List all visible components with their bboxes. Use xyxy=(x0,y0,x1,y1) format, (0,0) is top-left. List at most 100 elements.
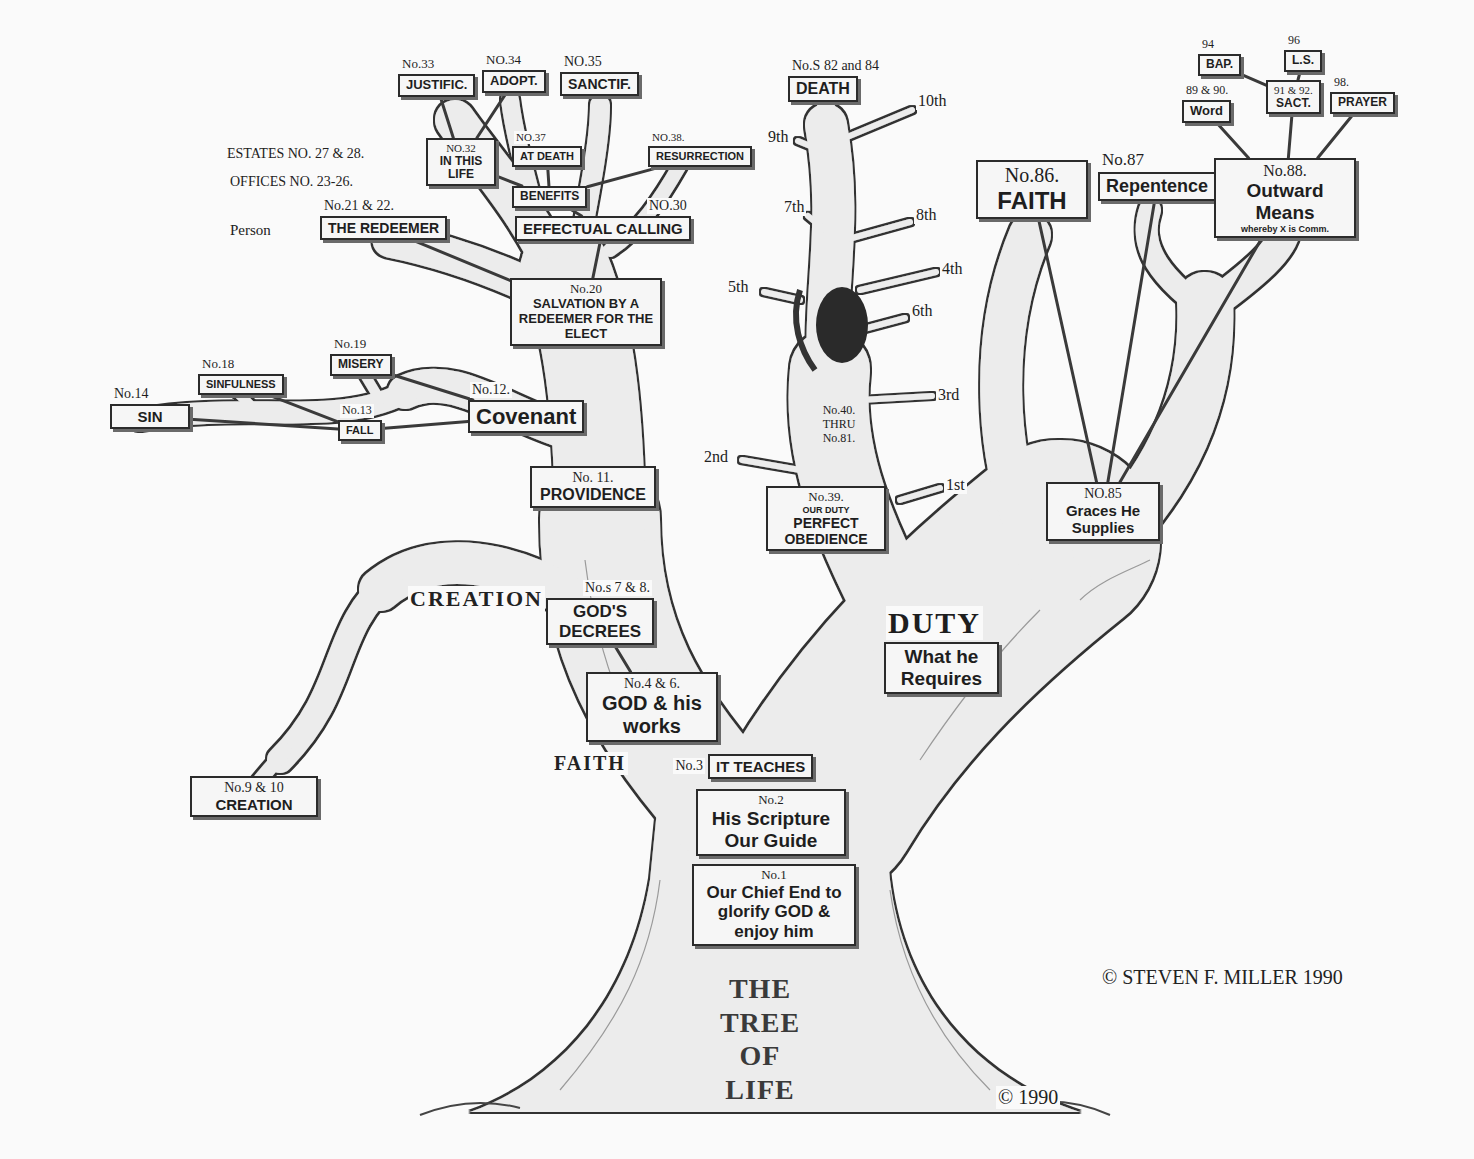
catechism-box: No.12.Covenant xyxy=(468,400,584,433)
catechism-box: No.9 & 10CREATION xyxy=(190,776,318,817)
topic-text: SINFULNESS xyxy=(206,378,276,391)
topic-text: FAITH xyxy=(984,187,1080,215)
question-number: 91 & 92. xyxy=(1274,84,1313,97)
question-number: 98. xyxy=(1332,76,1351,90)
topic-text: DEATH xyxy=(796,80,850,98)
branch-line xyxy=(477,93,507,138)
question-number: No. 11. xyxy=(538,470,648,486)
catechism-box: NO.37AT DEATH xyxy=(512,146,582,167)
catechism-box: No.1Our Chief End to glorify GOD & enjoy… xyxy=(692,864,856,946)
topic-text: BAP. xyxy=(1206,58,1233,72)
topic-text: Covenant xyxy=(476,404,576,429)
topic-text: PROVIDENCE xyxy=(538,486,648,504)
question-number: No.13 xyxy=(340,404,374,418)
question-number: No.87 xyxy=(1100,150,1146,170)
question-number: 94 xyxy=(1200,38,1216,52)
note-label: FAITH xyxy=(552,752,628,775)
note-label: 6th xyxy=(910,302,934,320)
topic-text: THE REDEEMER xyxy=(328,220,439,236)
note-label: 5th xyxy=(726,278,750,296)
question-number: No.21 & 22. xyxy=(322,198,396,214)
branch-line xyxy=(440,97,453,138)
topic-text: JUSTIFIC. xyxy=(406,78,467,93)
question-number: No.14 xyxy=(112,386,151,402)
question-number: No.39. xyxy=(774,490,878,505)
question-number: DUTY xyxy=(886,606,983,641)
catechism-box: NO.34ADOPT. xyxy=(482,70,546,93)
catechism-box: No.19MISERY xyxy=(330,354,392,376)
tree-hollow xyxy=(796,287,868,370)
branch-line xyxy=(1241,74,1266,85)
topic-text: SALVATION BY A REDEEMER FOR THE ELECT xyxy=(518,297,654,342)
question-number: NO.85 xyxy=(1054,486,1152,502)
catechism-box: NO.30EFFECTUAL CALLING xyxy=(515,216,691,241)
topic-text: SACT. xyxy=(1274,97,1313,111)
note-label: CREATION xyxy=(408,586,545,611)
tree-body xyxy=(140,100,1285,1112)
question-number: No.2 xyxy=(704,793,838,808)
branch-line xyxy=(1288,114,1292,158)
catechism-box: NO.38.RESURRECTION xyxy=(648,146,752,167)
catechism-box: No.S 82 and 84DEATH xyxy=(788,76,858,102)
question-number: No.19 xyxy=(332,337,368,352)
catechism-box: No.20SALVATION BY A REDEEMER FOR THE ELE… xyxy=(510,278,662,346)
topic-text: What he Requires xyxy=(892,646,991,690)
question-number: NO.37 xyxy=(514,131,548,144)
branch-line xyxy=(1120,238,1262,482)
branch-line xyxy=(496,176,522,186)
note-label: 9th xyxy=(766,128,790,146)
topic-text: BENEFITS xyxy=(520,190,579,204)
catechism-box: DUTYWhat he Requires xyxy=(884,642,999,694)
catechism-box: No.13FALL xyxy=(338,420,382,441)
catechism-box: No.33JUSTIFIC. xyxy=(398,74,475,97)
question-number: NO.34 xyxy=(484,53,523,68)
topic-text: SANCTIF. xyxy=(568,76,631,92)
note-label: OFFICES NO. 23-26. xyxy=(228,174,355,190)
catechism-box: NO.32IN THIS LIFE xyxy=(426,138,496,186)
topic-text: His Scripture Our Guide xyxy=(704,808,838,852)
branch-line xyxy=(1318,114,1354,158)
note-label: © 1990 xyxy=(996,1086,1060,1109)
catechism-box: No.87Repentence xyxy=(1098,172,1216,201)
branch-line xyxy=(413,240,510,280)
branch-line xyxy=(1038,219,1096,482)
catechism-box: BENEFITS xyxy=(512,186,587,208)
catechism-box: 98.PRAYER xyxy=(1330,92,1395,114)
question-number: No.18 xyxy=(200,357,236,372)
note-label: 7th xyxy=(782,198,806,216)
topic-text: IN THIS LIFE xyxy=(434,155,488,183)
topic-text: IT TEACHES xyxy=(716,758,805,775)
topic-text: FALL xyxy=(346,424,374,437)
branch-line xyxy=(1108,201,1155,482)
question-number: No.S 82 and 84 xyxy=(790,58,881,74)
catechism-box: No.3IT TEACHES xyxy=(708,754,813,779)
catechism-box: No.s 7 & 8.GOD'S DECREES xyxy=(546,598,654,645)
question-number: No.20 xyxy=(518,282,654,297)
note-label: 4th xyxy=(940,260,964,278)
diagram-title: THE TREE OF LIFE xyxy=(720,972,800,1106)
topic-text: GOD'S DECREES xyxy=(554,602,646,641)
question-number: 89 & 90. xyxy=(1184,84,1230,98)
branch-line xyxy=(1217,123,1249,158)
catechism-box: No.88.Outward Meanswhereby X is Comm. xyxy=(1214,158,1356,238)
catechism-box: NO.85Graces He Supplies xyxy=(1046,482,1160,541)
question-number: No.1 xyxy=(700,868,848,883)
branch-line xyxy=(268,395,338,422)
question-number: No.33 xyxy=(400,57,436,72)
question-number: No.9 & 10 xyxy=(198,780,310,796)
topic-text: Outward Means xyxy=(1222,180,1348,224)
note-label: 2nd xyxy=(702,448,730,466)
topic-text: MISERY xyxy=(338,358,384,372)
topic-text: GOD & his works xyxy=(594,692,710,738)
topic-text: L.S. xyxy=(1292,54,1314,68)
catechism-box: No.2His Scripture Our Guide xyxy=(696,789,846,856)
catechism-box: No. 11.PROVIDENCE xyxy=(530,466,656,508)
question-number: No.4 & 6. xyxy=(594,676,710,692)
topic-text: EFFECTUAL CALLING xyxy=(523,220,683,237)
topic-text: OUR DUTY xyxy=(774,505,878,515)
branch-line xyxy=(1298,72,1300,80)
branch-line xyxy=(587,167,661,187)
note-label: ESTATES NO. 27 & 28. xyxy=(225,146,366,162)
catechism-box: No.39.OUR DUTYPERFECT OBEDIENCE xyxy=(766,486,886,551)
topic-text: Repentence xyxy=(1106,176,1208,197)
